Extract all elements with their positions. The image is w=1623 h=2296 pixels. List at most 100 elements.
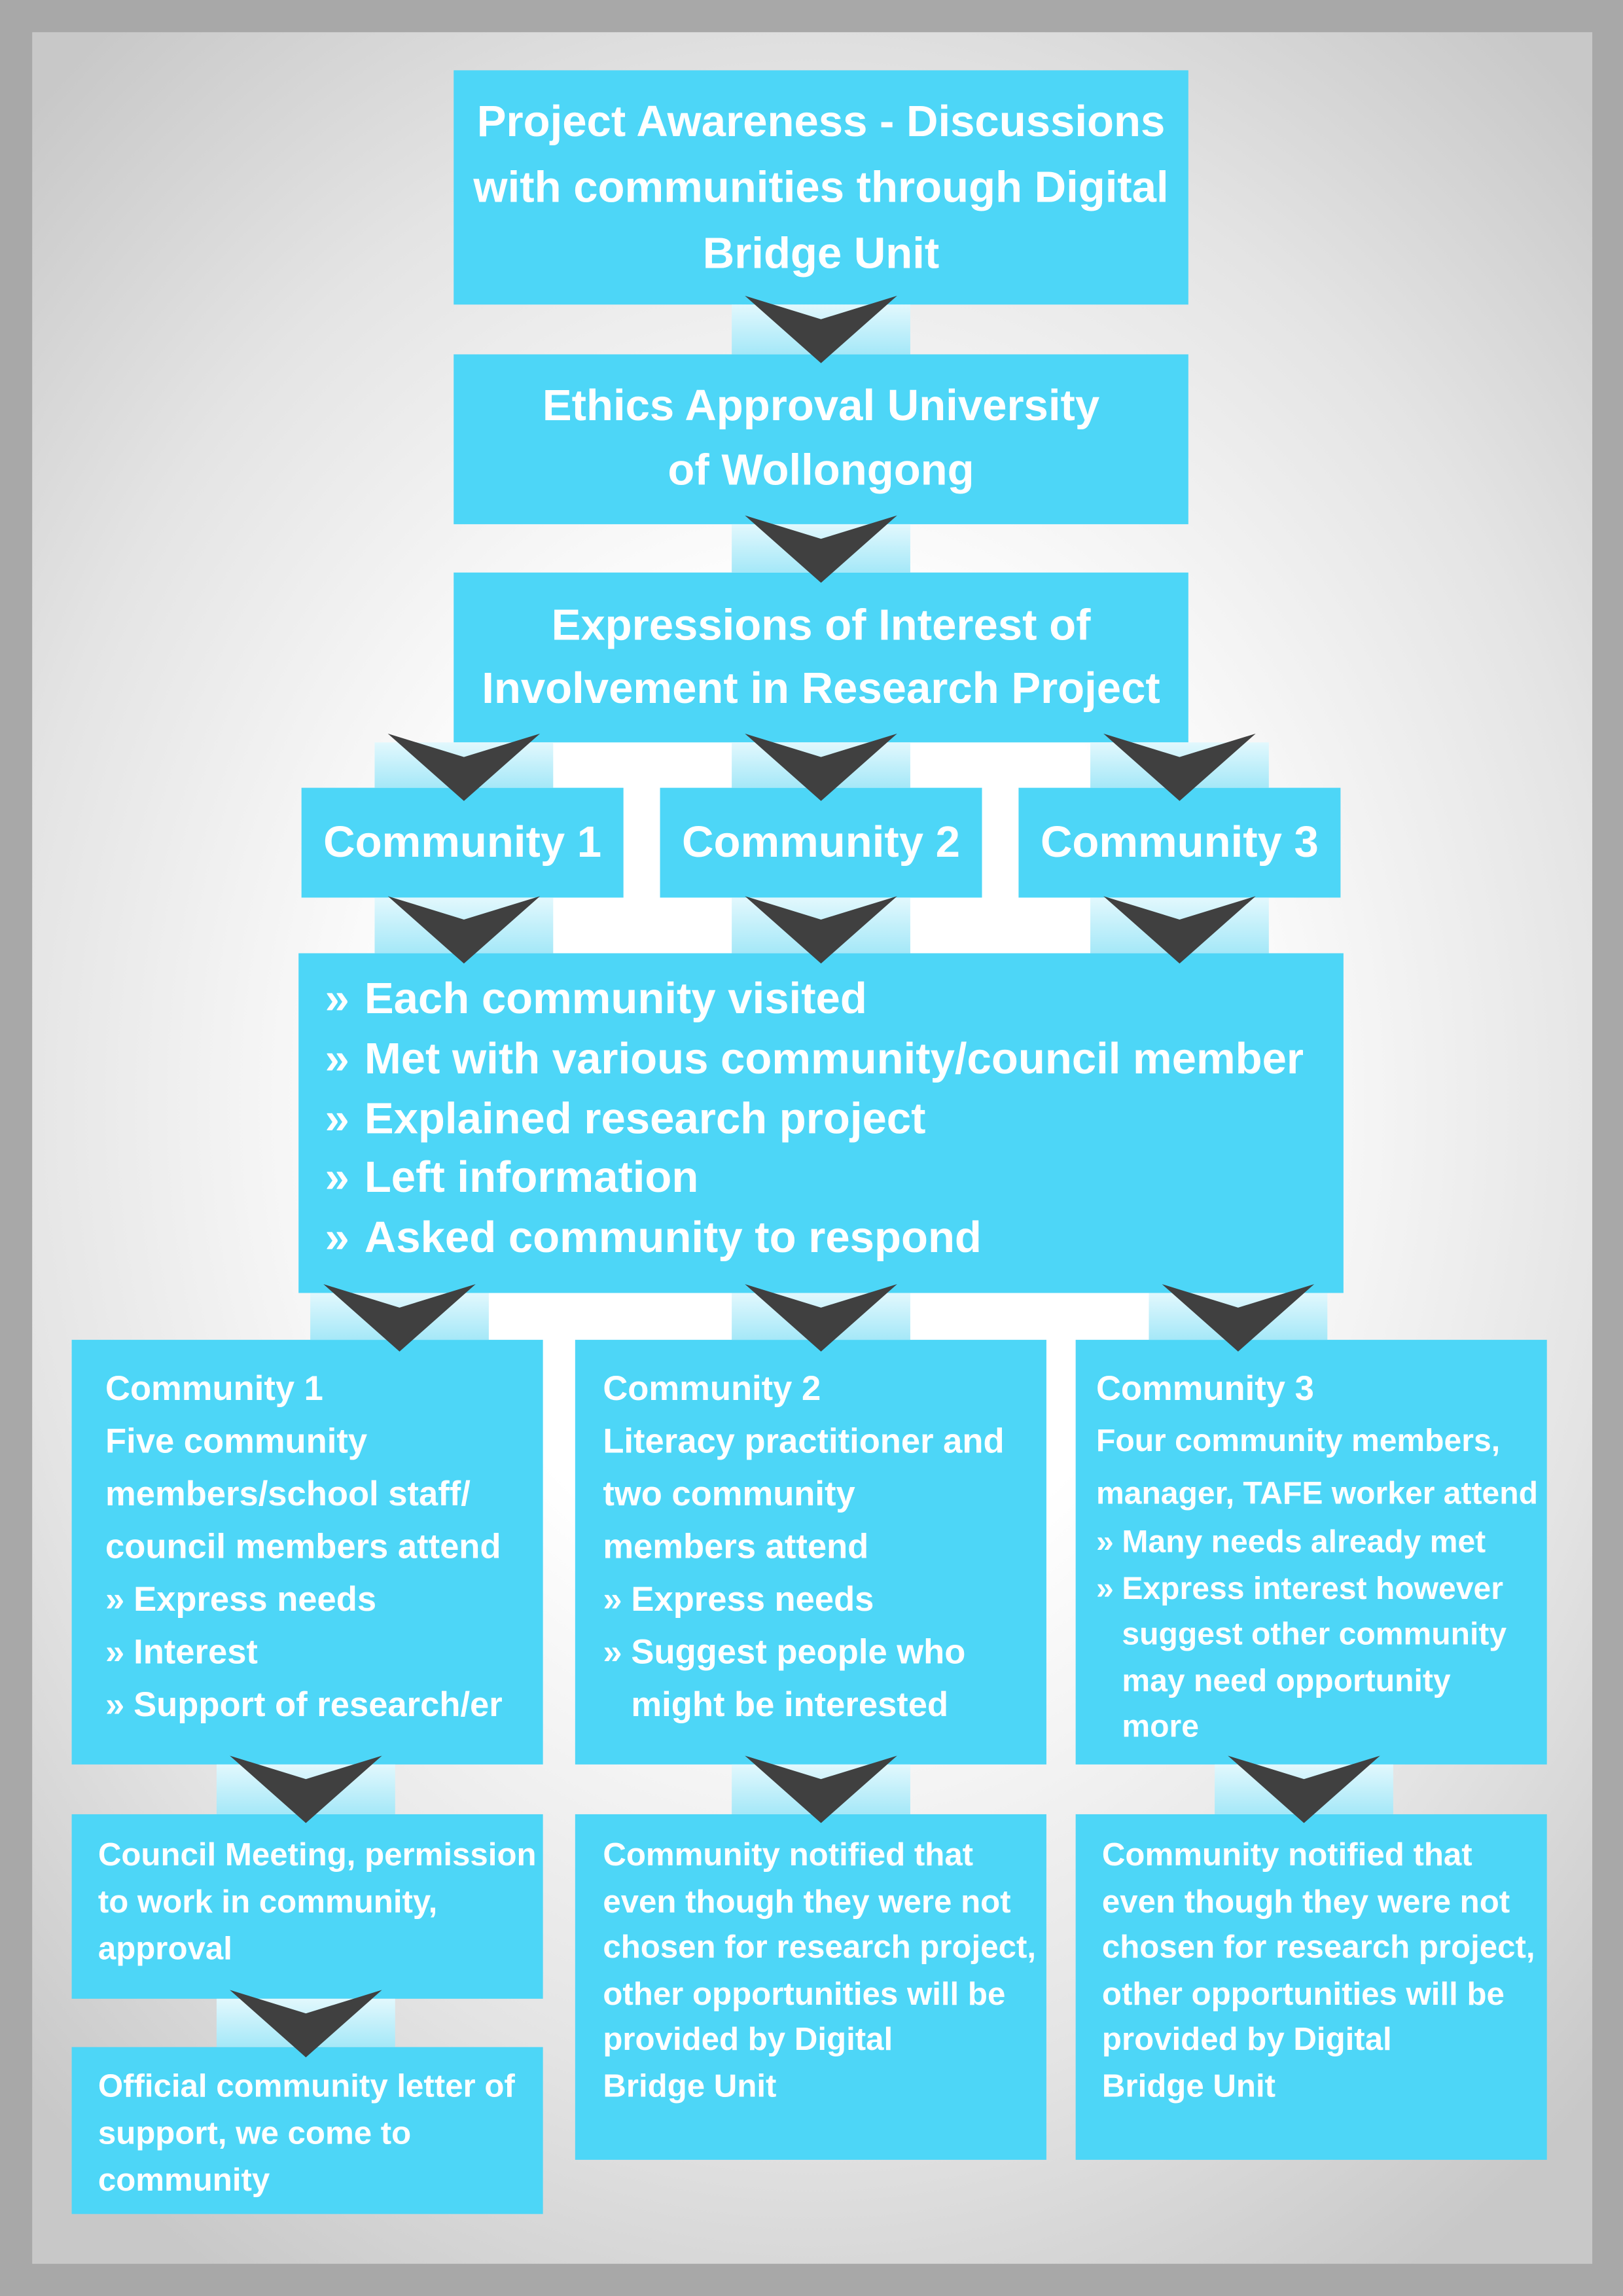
outcome-text-line: approval: [98, 1929, 232, 1967]
down-arrow-icon: [745, 1755, 897, 1823]
bullet-item: » Express interest however suggest other…: [1096, 1566, 1547, 1751]
bullet-text: Many needs already met: [1122, 1520, 1486, 1566]
arrow-connector: [374, 733, 554, 801]
response-text-line: two community: [603, 1474, 855, 1513]
step-text-line: Involvement in Research Project: [482, 664, 1160, 713]
down-arrow-icon: [745, 1284, 897, 1352]
step-text-line: Expressions of Interest of: [551, 601, 1091, 651]
step-text-line: Bridge Unit: [702, 229, 940, 278]
arrow-connector: [216, 1990, 395, 2058]
outcome-text-line: Community notified that: [1101, 1836, 1472, 1873]
arrow-connector: [1215, 1755, 1393, 1823]
community-response-1: Community 1 Five community members/schoo…: [71, 1340, 543, 1765]
outcome-text-line: other opportunities will be: [603, 1975, 1006, 2012]
bullet-item: » Asked community to respond: [325, 1210, 1343, 1269]
bullet-text-line: may need opportunity: [1122, 1662, 1451, 1698]
bullet-text-line: Suggest people who: [631, 1632, 966, 1671]
community-label: Community 3: [1040, 817, 1319, 867]
outcome-text-line: provided by Digital: [1101, 2021, 1392, 2058]
bullet-text: Suggest people who might be interested: [631, 1625, 965, 1731]
outcome-text-line: chosen for research project,: [1101, 1928, 1535, 1965]
outcome-text-line: provided by Digital: [603, 2021, 893, 2058]
bullet-text: Express interest however suggest other c…: [1122, 1566, 1507, 1751]
bullet-marker: »: [105, 1632, 125, 1671]
bullet-item: » Express needs: [105, 1573, 543, 1626]
down-arrow-icon: [1103, 733, 1256, 801]
bullet-text: Support of research/er: [134, 1678, 503, 1731]
bullet-item: » Express needs: [603, 1573, 1046, 1626]
bullet-item: » Met with various community/council mem…: [325, 1030, 1343, 1090]
bullet-item: » Many needs already met: [1096, 1520, 1547, 1566]
response-text-line: Literacy practitioner and: [603, 1422, 1005, 1460]
down-arrow-icon: [387, 733, 541, 801]
community-response-3: Community 3 Four community members, mana…: [1075, 1340, 1547, 1765]
community-box-2: Community 2: [660, 787, 982, 898]
community-box-1: Community 1: [301, 787, 624, 898]
step-ethics-approval: Ethics Approval University of Wollongong: [454, 354, 1188, 524]
bullet-text-line: more: [1122, 1708, 1199, 1744]
bullet-text-line: Asked community to respond: [364, 1213, 982, 1263]
outcome-text-line: even though they were not: [603, 1882, 1011, 1920]
down-arrow-icon: [745, 295, 897, 363]
arrow-connector: [732, 896, 910, 964]
bullet-text-line: Many needs already met: [1122, 1524, 1486, 1560]
arrow-connector: [732, 733, 910, 801]
bullet-text-line: Left information: [364, 1154, 699, 1203]
bullet-item: » Interest: [105, 1625, 543, 1678]
outcome-text-line: Bridge Unit: [603, 2067, 777, 2104]
down-arrow-icon: [745, 733, 897, 801]
outcome-text-line: community: [98, 2161, 270, 2198]
bullet-text-line: Express needs: [631, 1579, 874, 1619]
community-label: Community 1: [323, 817, 602, 867]
bullet-text: Interest: [134, 1625, 258, 1678]
bullet-item: » Support of research/er: [105, 1678, 543, 1731]
bullet-item: » Left information: [325, 1150, 1343, 1210]
bullet-text-line: Interest: [134, 1632, 258, 1671]
community-box-3: Community 3: [1018, 787, 1341, 898]
step-text-line: of Wollongong: [668, 446, 974, 495]
arrow-connector: [732, 295, 910, 363]
bullet-item: » Explained research project: [325, 1090, 1343, 1150]
response-text-line: Four community members,: [1096, 1423, 1501, 1459]
down-arrow-icon: [230, 1990, 382, 2058]
outcome-community-2-notified: Community notified that even though they…: [575, 1814, 1046, 2160]
arrow-connector: [1149, 1284, 1328, 1352]
step-text-line: Project Awareness - Discussions: [476, 97, 1166, 146]
outcome-text-line: other opportunities will be: [1101, 1975, 1505, 2012]
outcome-community-3-notified: Community notified that even though they…: [1075, 1814, 1547, 2160]
step-expressions-of-interest: Expressions of Interest of Involvement i…: [454, 572, 1188, 743]
bullet-text-line: Met with various community/council membe…: [364, 1035, 1304, 1083]
arrow-connector: [732, 1755, 910, 1823]
bullet-marker: »: [1096, 1570, 1114, 1606]
response-text-line: members attend: [603, 1527, 869, 1566]
community-label: Community 2: [682, 817, 961, 867]
response-text-line: Five community: [105, 1422, 368, 1460]
outcome-text-line: Official community letter of: [98, 2067, 515, 2104]
outcome-text-line: support, we come to: [98, 2114, 412, 2151]
bullet-marker: »: [603, 1579, 622, 1619]
outcome-text-line: chosen for research project,: [603, 1928, 1037, 1965]
bullet-text: Express needs: [631, 1573, 874, 1626]
bullet-text-line: suggest other community: [1122, 1616, 1507, 1652]
outcome-text-line: Council Meeting, permission: [98, 1836, 537, 1873]
bullet-text-line: might be interested: [631, 1685, 949, 1724]
bullet-text-line: Express needs: [134, 1579, 377, 1619]
bullet-text-line: Support of research/er: [134, 1685, 503, 1724]
bullet-marker: »: [603, 1632, 622, 1671]
down-arrow-icon: [1103, 896, 1256, 964]
bullet-marker: »: [1096, 1524, 1114, 1560]
outcome-official-letter: Official community letter of support, we…: [71, 2047, 543, 2214]
community-heading: Community 2: [603, 1369, 821, 1407]
bullet-marker: »: [325, 975, 349, 1024]
community-heading: Community 1: [105, 1369, 323, 1407]
down-arrow-icon: [1162, 1284, 1315, 1352]
bullet-text-line: Express interest however: [1122, 1570, 1503, 1606]
community-heading: Community 3: [1096, 1369, 1314, 1407]
bullet-text: Express needs: [134, 1573, 376, 1626]
down-arrow-icon: [230, 1755, 382, 1823]
down-arrow-icon: [1228, 1755, 1380, 1823]
down-arrow-icon: [387, 896, 541, 964]
down-arrow-icon: [745, 896, 897, 964]
arrow-connector: [374, 896, 554, 964]
